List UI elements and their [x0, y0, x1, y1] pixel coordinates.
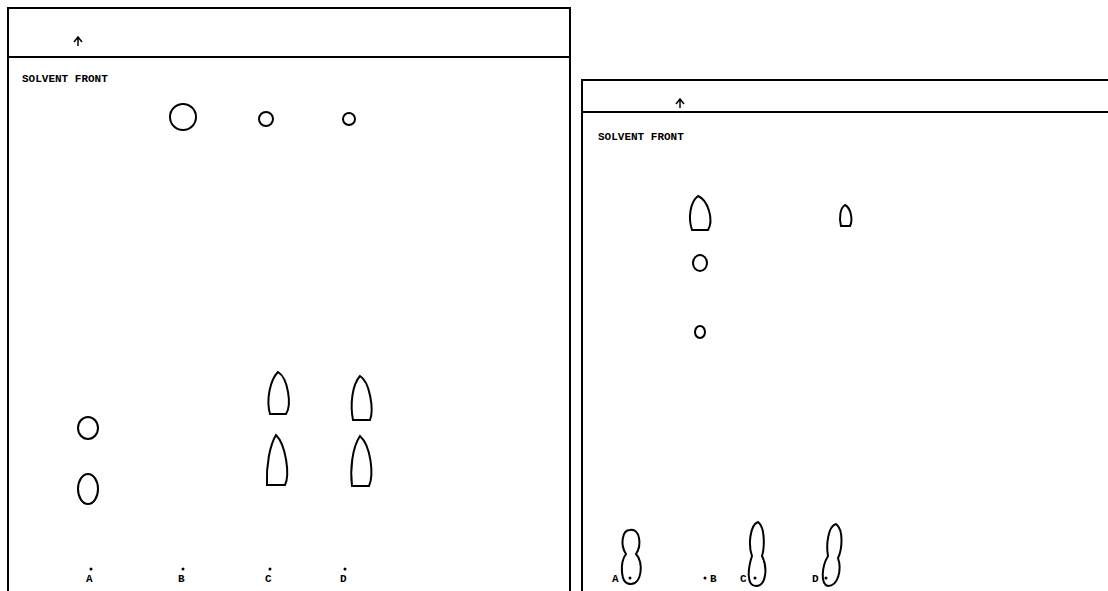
solvent-front-label: SOLVENT FRONT [22, 74, 108, 85]
lane-label: A [612, 574, 619, 585]
lane-label: C [740, 574, 747, 585]
lane-label: B [710, 574, 717, 585]
spot [840, 205, 851, 226]
front-arrow [74, 37, 82, 46]
plate-top-line [582, 111, 1108, 113]
spot [268, 372, 288, 414]
solvent-front-label: SOLVENT FRONT [598, 132, 684, 143]
lane-label: A [86, 574, 93, 585]
plate-top-line [8, 56, 570, 58]
spot [259, 112, 273, 126]
lane-label: D [340, 574, 347, 585]
spot [695, 326, 705, 338]
spot [351, 436, 371, 486]
spot [267, 435, 287, 485]
lane-label: B [178, 574, 185, 585]
spot [622, 530, 641, 584]
tlc-plate [582, 80, 1108, 591]
spot [693, 255, 707, 271]
spot [690, 196, 710, 230]
spot [78, 474, 98, 504]
spot [343, 113, 355, 125]
spot [823, 524, 842, 586]
front-arrow [676, 99, 684, 108]
lane-label: C [265, 574, 272, 585]
spot [352, 376, 372, 420]
spot [749, 522, 766, 586]
tlc-plate [8, 8, 570, 591]
spot [78, 417, 98, 439]
lane-label: D [812, 574, 819, 585]
spot [170, 104, 196, 130]
